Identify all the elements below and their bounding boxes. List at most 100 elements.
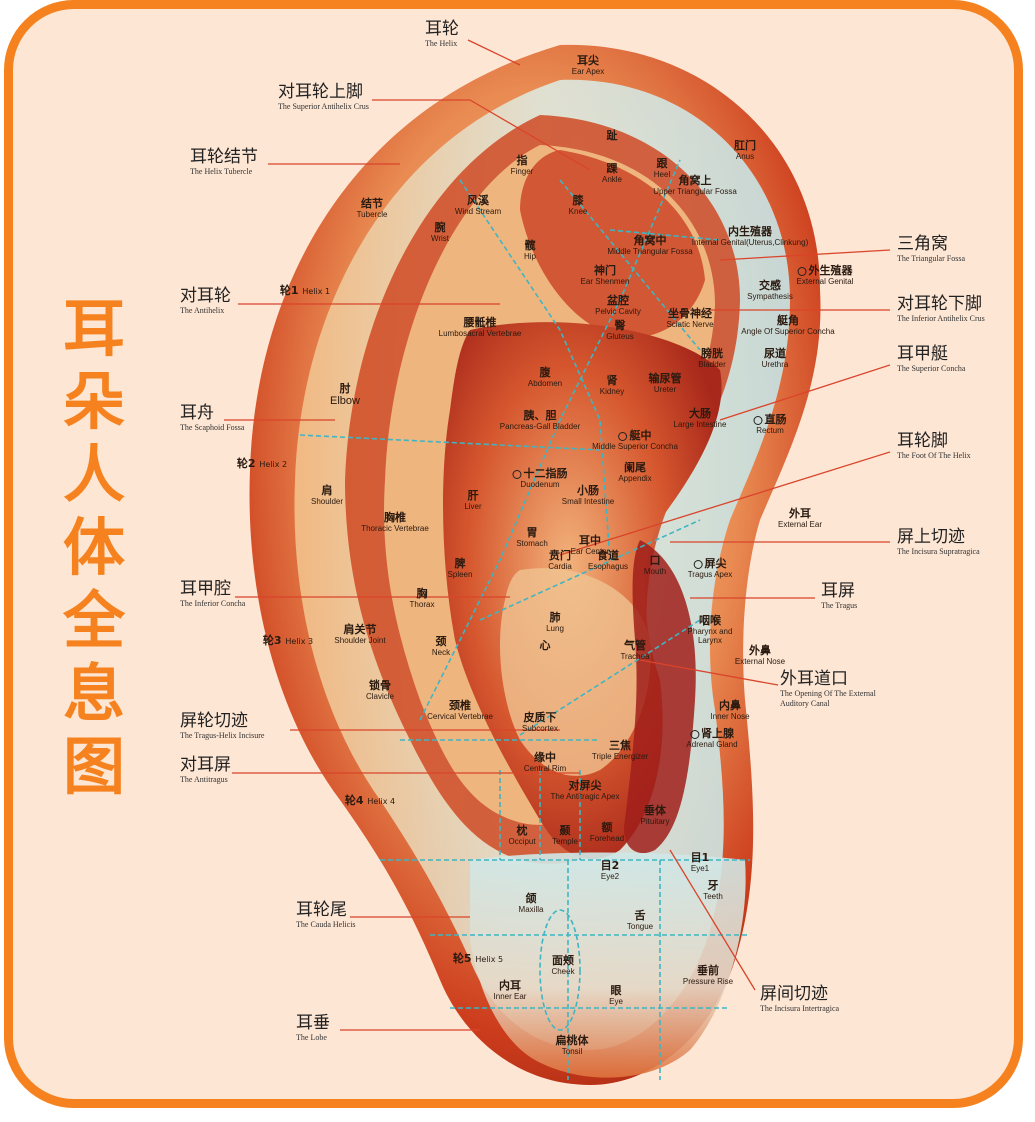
point-zh: 跟 (656, 157, 668, 170)
point-zh: 颞 (559, 824, 571, 837)
point-zh: 尿道 (764, 347, 786, 360)
point-zh: 肩 (321, 484, 333, 497)
point-zh: 十二指肠 (523, 467, 568, 480)
callout-cauda-helicis: 耳轮尾 The Cauda Helicis (296, 901, 356, 930)
point-zh: 锁骨 (368, 679, 391, 692)
point-toe: 趾 (607, 130, 618, 142)
callout-en: The Incisura Intertragica (760, 1004, 840, 1013)
callout-tragus: 耳屏 The Tragus (821, 582, 857, 611)
point-zh: 肺 (549, 611, 561, 624)
callout-foot-of-helix: 耳轮脚 The Foot Of The Helix (897, 432, 971, 461)
point-en: Tragus Apex (687, 570, 733, 579)
callout-en: The Opening Of The External Auditory Can… (780, 689, 876, 708)
point-zh: 直肠 (764, 413, 787, 426)
point-zh: 贲门 (548, 549, 571, 562)
point-en: Trachea (620, 652, 650, 661)
point-en: Tubercle (356, 210, 388, 219)
point-en: Internal Genital(Uterus,Clinkung) (691, 238, 809, 247)
title-char: 息 (62, 657, 125, 730)
callout-en: The Superior Concha (897, 364, 966, 373)
point-en: Pharynx and Larynx (687, 627, 733, 645)
point-en: Triple Energizer (591, 752, 649, 761)
point-zh: 屏尖 (704, 557, 727, 570)
point-en: Helix 5 (475, 955, 504, 964)
point-en: Cervical Vertebrae (427, 712, 493, 721)
point-en: Helix 1 (302, 287, 331, 296)
point-zh: 内鼻 (718, 699, 741, 712)
point-zh: 口 (649, 554, 661, 567)
point-zh: 颈 (435, 635, 447, 648)
point-en: Wind Stream (454, 207, 502, 216)
callout-zh: 耳屏 (821, 581, 855, 601)
title-char: 人 (62, 438, 125, 511)
callout-helix: 耳轮 The Helix (425, 20, 459, 49)
point-en: Urethra (761, 360, 789, 369)
point-zh: 臀 (614, 319, 626, 332)
point-en: Lumbosacral Vertebrae (438, 329, 522, 338)
callout-antihelix: 对耳轮 The Antihelix (180, 287, 231, 316)
callout-en: The Incisura Supratragica (897, 547, 980, 556)
callout-external-auditory-canal: 外耳道口 The Opening Of The External Auditor… (780, 670, 890, 709)
point-en: Heel (653, 170, 671, 179)
point-zh: 盆腔 (606, 294, 629, 307)
title-char: 体 (62, 511, 125, 584)
point-en: Forehead (589, 834, 625, 843)
callout-en: The Lobe (296, 1033, 327, 1042)
point-zh: 胸 (416, 587, 428, 600)
point-zh: 对屏尖 (568, 779, 602, 792)
point-en: Appendix (618, 474, 652, 483)
point-zh: 髋 (524, 239, 536, 252)
point-zh: 脾 (454, 557, 466, 570)
point-zh: 腕 (434, 221, 446, 234)
callout-superior-antihelix-crus: 对耳轮上脚 The Superior Antihelix Crus (278, 83, 369, 112)
point-helix-4: 轮4 Helix 4 (345, 795, 395, 808)
point-en: Occiput (508, 837, 536, 846)
point-zh: 输尿管 (648, 372, 682, 385)
callout-en: The Helix (425, 39, 458, 48)
point-zh: 指 (516, 154, 528, 167)
point-en: Large Intestine (673, 420, 727, 429)
point-zh: 神门 (593, 264, 616, 277)
point-en: Mouth (643, 567, 667, 576)
callout-helix-tubercle: 耳轮结节 The Helix Tubercle (190, 148, 258, 177)
point-en: Temple (552, 837, 578, 846)
point-en: Adrenal Gland (686, 740, 738, 749)
callout-zh: 三角窝 (897, 234, 948, 254)
callout-en: The Superior Antihelix Crus (278, 102, 369, 111)
point-en: Middle Superior Concha (592, 442, 678, 451)
callout-en: The Antitragus (180, 775, 228, 784)
callout-en: The Scaphoid Fossa (180, 423, 245, 432)
point-zh: 牙 (707, 879, 719, 892)
point-zh: 小肠 (577, 484, 599, 497)
point-en: Lung (546, 624, 564, 633)
leader-lines (224, 39, 891, 1031)
point-en: Eye (609, 997, 623, 1006)
point-zh: 腹 (539, 366, 551, 379)
point-zh: 肾上腺 (701, 727, 734, 740)
point-en: Stomach (516, 539, 548, 548)
callout-incisura-intertragica: 屏间切迹 The Incisura Intertragica (760, 985, 839, 1014)
point-en: Anus (735, 152, 755, 161)
point-en: Middle Triangular Fossa (607, 247, 693, 256)
point-zh: 趾 (606, 129, 618, 142)
